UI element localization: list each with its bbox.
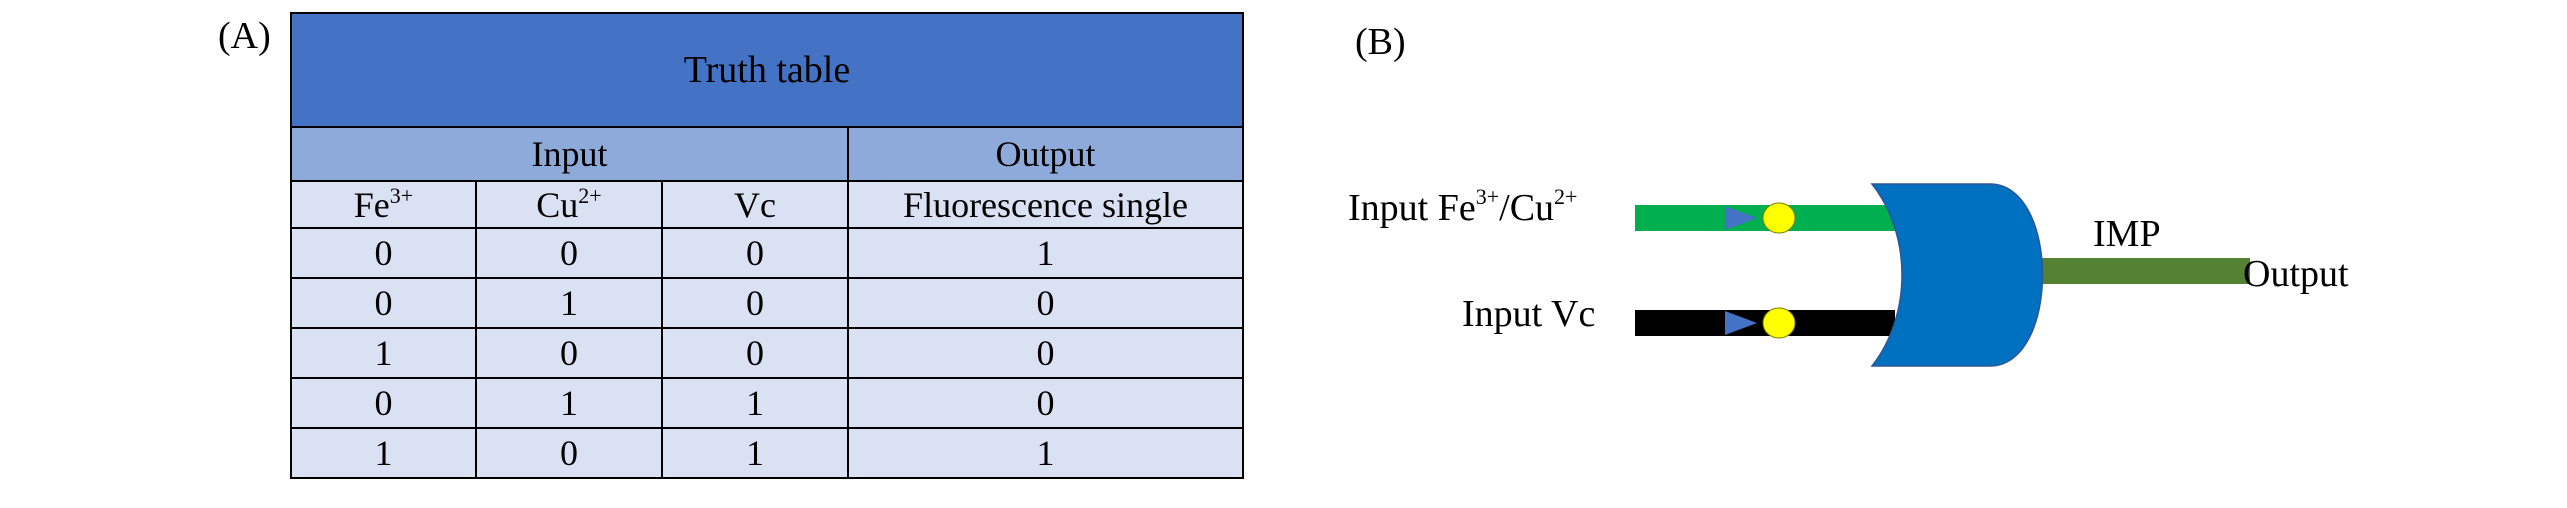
column-header-cu: Cu2+ bbox=[475, 180, 663, 229]
gate-label-imp: IMP bbox=[2093, 213, 2161, 255]
input-fe-cu-dot bbox=[1762, 202, 1796, 234]
table-cell: 0 bbox=[847, 377, 1244, 429]
table-cell: 1 bbox=[847, 427, 1244, 479]
column-header-fluorescence: Fluorescence single bbox=[847, 180, 1244, 229]
table-cell: 1 bbox=[290, 427, 477, 479]
table-cell: 0 bbox=[847, 277, 1244, 329]
table-cell: 1 bbox=[661, 377, 849, 429]
input-vc-dot bbox=[1762, 307, 1796, 339]
table-cell: 0 bbox=[290, 227, 477, 279]
table-cell: 0 bbox=[661, 327, 849, 379]
column-header-vc: Vc bbox=[661, 180, 849, 229]
table-row: 0 1 0 0 bbox=[290, 277, 1244, 329]
output-group-header: Output bbox=[847, 126, 1244, 182]
panel-label-b: (B) bbox=[1355, 21, 1406, 63]
output-line bbox=[2032, 258, 2250, 284]
table-cell: 0 bbox=[290, 277, 477, 329]
table-row: 0 1 1 0 bbox=[290, 377, 1244, 429]
table-row: 1 0 0 0 bbox=[290, 327, 1244, 379]
imp-gate-body bbox=[1870, 183, 2044, 367]
table-cell: 1 bbox=[475, 377, 663, 429]
table-cell: 0 bbox=[475, 327, 663, 379]
truth-table: Truth table Input Output Fe3+ Cu2+ Vc Fl… bbox=[290, 12, 1244, 479]
table-row: 0 0 0 1 bbox=[290, 227, 1244, 279]
table-cell: 1 bbox=[290, 327, 477, 379]
truth-table-title: Truth table bbox=[290, 12, 1244, 128]
input-vc-arrow-icon bbox=[1725, 311, 1757, 335]
input-group-header: Input bbox=[290, 126, 849, 182]
table-cell: 0 bbox=[661, 227, 849, 279]
table-cell: 0 bbox=[475, 427, 663, 479]
table-cell: 0 bbox=[847, 327, 1244, 379]
table-cell: 0 bbox=[475, 227, 663, 279]
column-header-fe: Fe3+ bbox=[290, 180, 477, 229]
input-fe-cu-arrow-icon bbox=[1725, 206, 1757, 230]
input-fe-cu-label: Input Fe3+/Cu2+ bbox=[1348, 184, 1578, 229]
table-cell: 1 bbox=[661, 427, 849, 479]
output-label: Output bbox=[2243, 253, 2349, 295]
table-cell: 0 bbox=[290, 377, 477, 429]
table-cell: 0 bbox=[661, 277, 849, 329]
table-row: 1 0 1 1 bbox=[290, 427, 1244, 479]
table-cell: 1 bbox=[475, 277, 663, 329]
panel-label-a: (A) bbox=[218, 15, 271, 57]
input-vc-label: Input Vc bbox=[1462, 293, 1596, 335]
imp-logic-gate-diagram bbox=[1635, 183, 2250, 367]
table-cell: 1 bbox=[847, 227, 1244, 279]
